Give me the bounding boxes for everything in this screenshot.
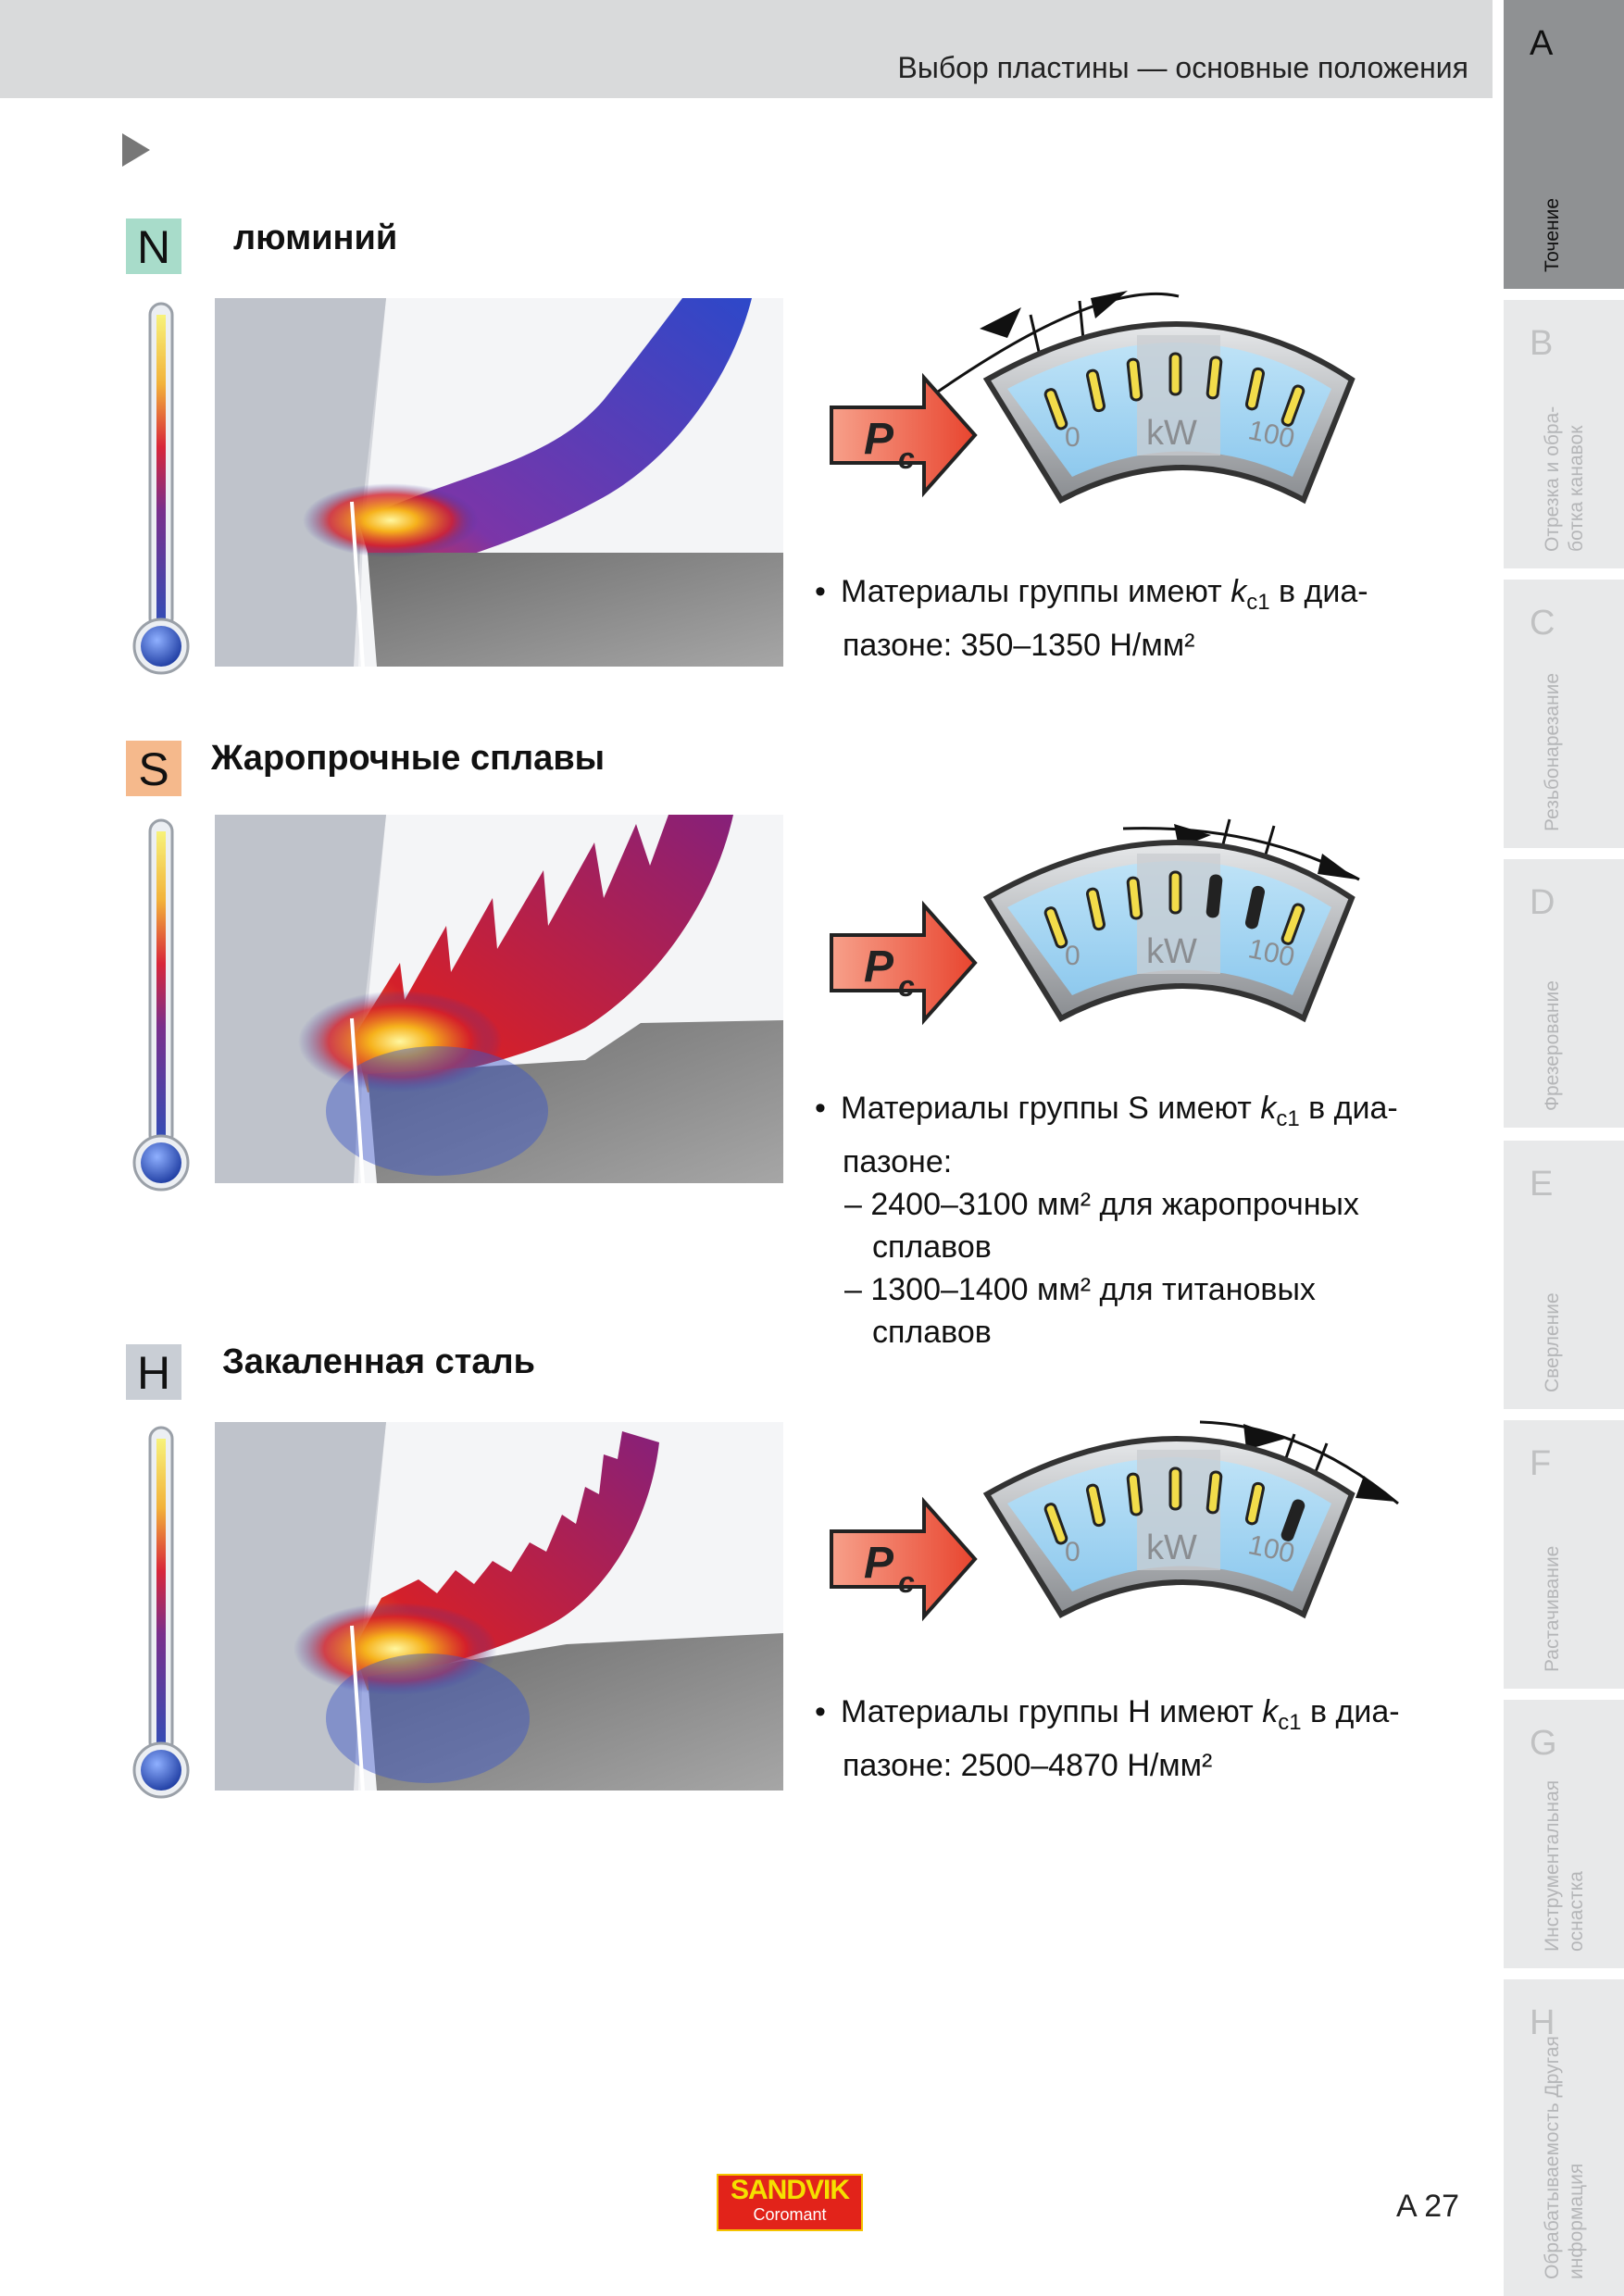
tab-letter: G: [1530, 1724, 1557, 1763]
sandvik-coromant-logo: SANDVIK Coromant: [717, 2174, 863, 2231]
power-gauge-n: 0 kW 100 P c: [830, 291, 1355, 505]
bullet-n: •Материалы группы имеют kc1 в диа- пазон…: [815, 574, 1368, 663]
power-gauge-h: 0 kW 100 P c: [830, 1420, 1399, 1622]
section-title-h: Закаленная сталь: [222, 1342, 536, 1381]
chip-formation-image-n: [215, 298, 783, 667]
tab-label: Отрезка и обра- ботка канавок: [1542, 406, 1587, 552]
bullet-h: •Материалы группы H имеют kc1 в диа- паз…: [815, 1694, 1400, 1783]
tab-letter: C: [1530, 604, 1555, 643]
side-tabs: A Точение B Отрезка и обра- ботка канаво…: [1504, 0, 1624, 2296]
gauge-unit-label: kW: [1146, 1529, 1197, 1567]
thermometer-icon: [132, 818, 190, 1192]
force-label-sub: c: [898, 442, 915, 475]
force-label: P: [864, 1539, 894, 1588]
tab-label: Растачивание: [1542, 1545, 1563, 1672]
force-label: P: [864, 942, 894, 992]
gauge-min-label: 0: [1065, 941, 1081, 971]
force-label: P: [864, 415, 894, 464]
tab-letter: E: [1530, 1165, 1554, 1204]
gauge-min-label: 0: [1065, 422, 1081, 453]
page-title: Выбор пластины — основные положения: [897, 51, 1468, 84]
tab-g[interactable]: G Инструментальная оснастка: [1504, 1700, 1624, 1968]
gauge-min-label: 0: [1065, 1537, 1081, 1567]
material-badge-s: S: [126, 741, 181, 796]
gauge-unit-label: kW: [1146, 932, 1197, 971]
tab-letter: B: [1530, 324, 1554, 363]
force-label-sub: c: [898, 969, 915, 1003]
tab-label: Сверление: [1542, 1292, 1563, 1392]
tab-letter: A: [1530, 24, 1554, 63]
tab-label: Фрезерование: [1542, 980, 1563, 1111]
tab-h[interactable]: H Обрабатываемость Другая информация: [1504, 1979, 1624, 2296]
tab-a[interactable]: A Точение: [1504, 0, 1624, 289]
tab-letter: H: [1530, 2003, 1555, 2042]
thermometer-icon: [132, 302, 190, 675]
header-bar: Выбор пластины — основные положения: [0, 0, 1493, 98]
tab-letter: D: [1530, 883, 1555, 922]
section-title-s: Жаропрочные сплавы: [211, 739, 606, 778]
tab-b[interactable]: B Отрезка и обра- ботка канавок: [1504, 300, 1624, 568]
tab-label: Обрабатываемость Другая информация: [1542, 2036, 1587, 2279]
tab-label: Точение: [1542, 197, 1563, 272]
material-badge-h: H: [126, 1344, 181, 1400]
gauge-unit-label: kW: [1146, 414, 1197, 453]
bullet-s: •Материалы группы S имеют kc1 в диа- паз…: [815, 1087, 1481, 1354]
tab-label: Резьбонарезание: [1542, 672, 1563, 831]
tab-label: Инструментальная оснастка: [1542, 1779, 1587, 1952]
section-title-n: люминий: [233, 218, 398, 257]
power-gauge-s: 0 kW 100 P c: [830, 818, 1360, 1026]
tab-e[interactable]: E Сверление: [1504, 1141, 1624, 1409]
chip-formation-image-s: [215, 815, 783, 1183]
tab-letter: F: [1530, 1444, 1552, 1483]
page-number: A 27: [1396, 2189, 1460, 2224]
triangle-arrow-icon: [122, 133, 150, 167]
thermometer-icon: [132, 1426, 190, 1799]
tab-c[interactable]: C Резьбонарезание: [1504, 580, 1624, 848]
chip-formation-image-h: [215, 1422, 783, 1791]
material-badge-n: N: [126, 218, 181, 274]
tab-f[interactable]: F Растачивание: [1504, 1420, 1624, 1689]
force-label-sub: c: [898, 1566, 915, 1599]
tab-d[interactable]: D Фрезерование: [1504, 859, 1624, 1128]
